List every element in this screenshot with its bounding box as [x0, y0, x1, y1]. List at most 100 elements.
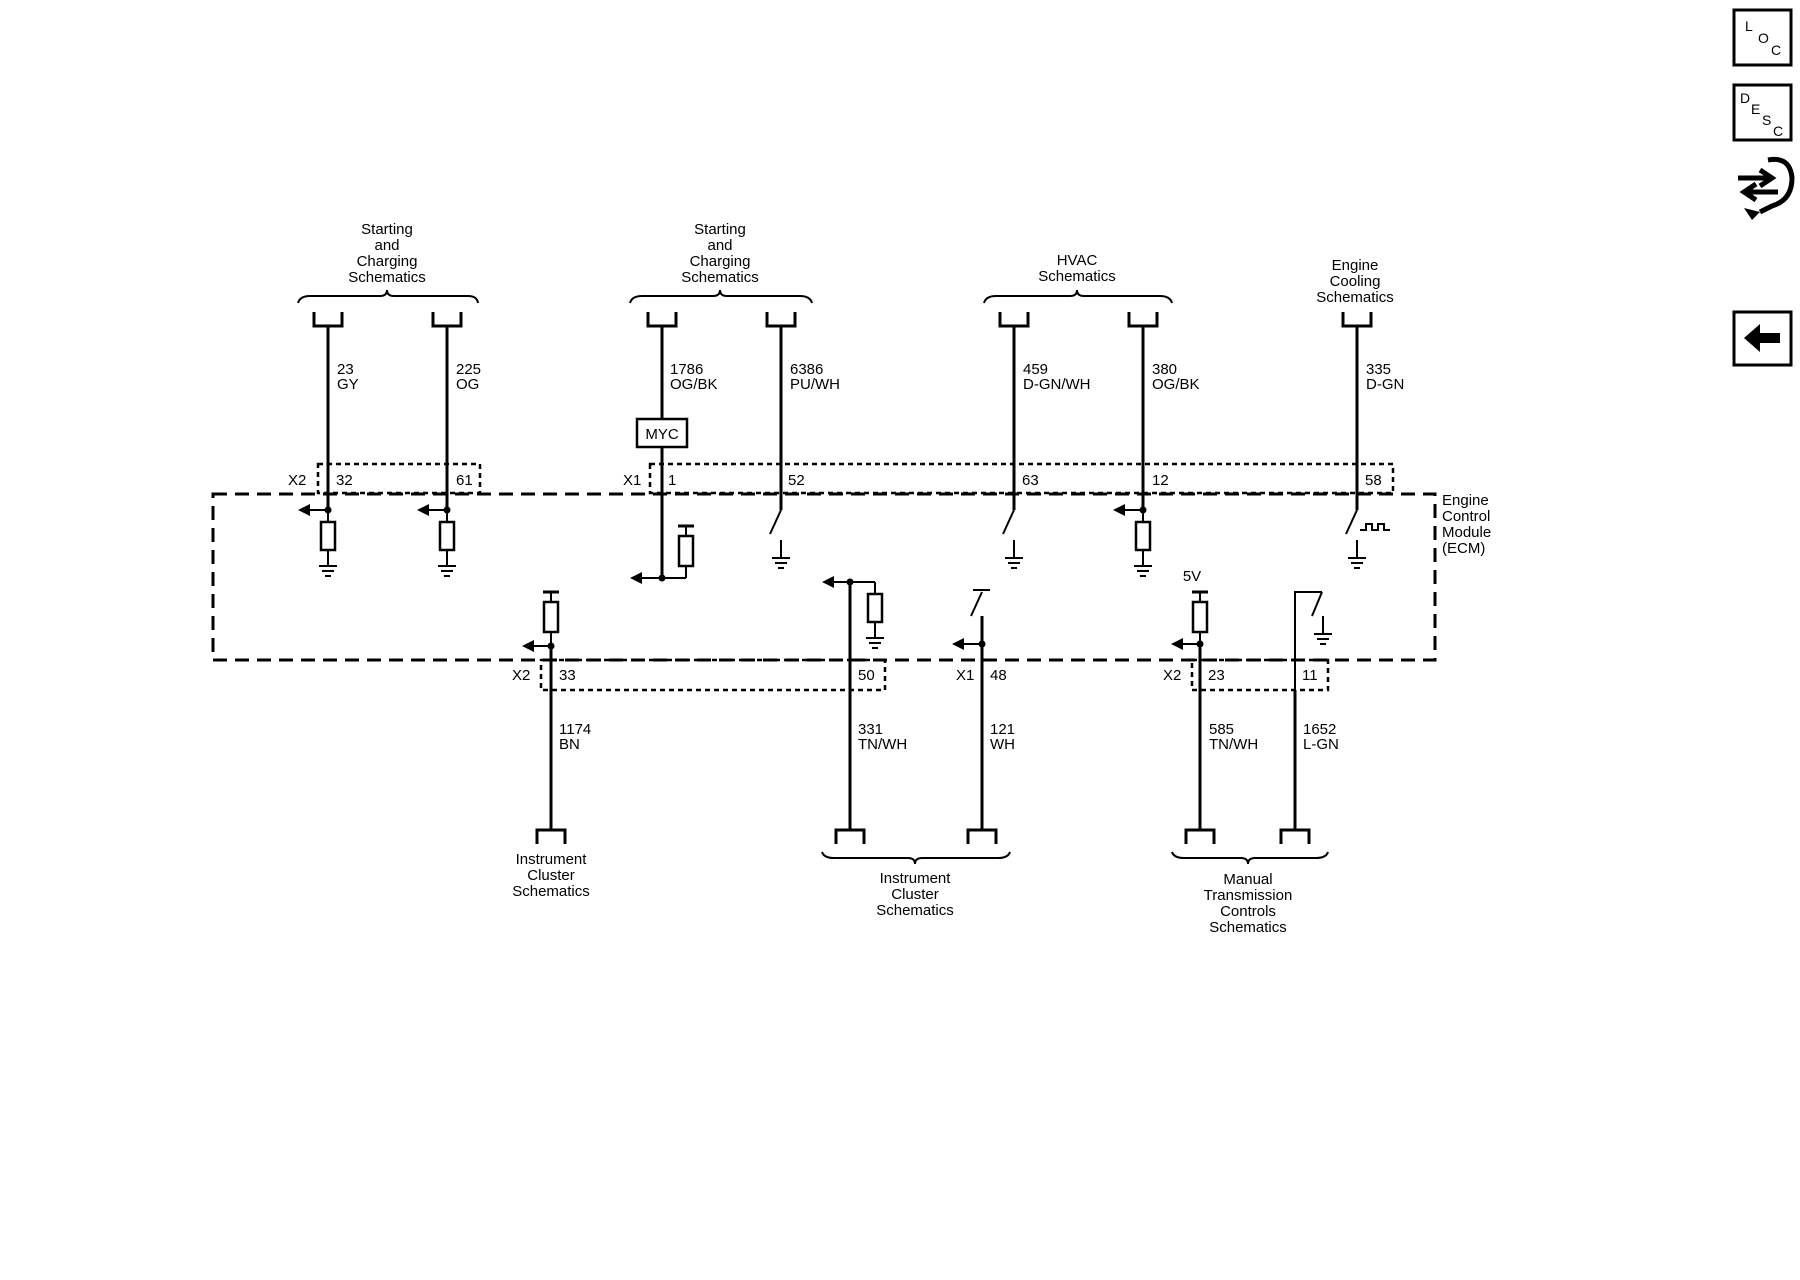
svg-text:TN/WH: TN/WH — [1209, 736, 1258, 753]
ecm-circuit-33 — [522, 590, 560, 652]
dest-bottom-manual-transmission: Manual Transmission Controls Schematics — [1171, 851, 1329, 936]
terminal-top-6386 — [765, 310, 797, 328]
terminal-top-1786 — [646, 310, 678, 328]
terminal-top-23 — [312, 310, 344, 328]
svg-text:Instrument: Instrument — [516, 851, 588, 868]
svg-text:Schematics: Schematics — [512, 883, 590, 900]
svg-text:Schematics: Schematics — [681, 269, 759, 286]
svg-text:Schematics: Schematics — [1316, 289, 1394, 306]
svg-text:Schematics: Schematics — [1038, 268, 1116, 285]
ecm-boundary — [211, 492, 1437, 662]
dest-top-engine-cooling: Engine Cooling Schematics — [1316, 257, 1394, 306]
svg-text:L: L — [1745, 18, 1753, 34]
dest-top-starting-charging-1: Starting and Charging Schematics — [297, 221, 479, 304]
svg-text:MYC: MYC — [645, 426, 679, 443]
svg-text:Charging: Charging — [690, 253, 751, 270]
svg-text:Engine: Engine — [1442, 492, 1489, 509]
wire-label-121: 121 WH — [990, 721, 1015, 753]
svg-text:121: 121 — [990, 721, 1015, 738]
svg-text:WH: WH — [990, 736, 1015, 753]
dest-bottom-instrument-cluster-2: Instrument Cluster Schematics — [821, 851, 1011, 919]
terminal-bottom-331 — [834, 828, 866, 846]
wire-label-335: 335 D-GN — [1366, 361, 1404, 393]
svg-text:585: 585 — [1209, 721, 1234, 738]
svg-text:Manual: Manual — [1223, 871, 1272, 888]
ecm-circuit-23: 5V — [1171, 568, 1209, 650]
ecm-circuit-58 — [1345, 509, 1390, 569]
ecm-circuit-63 — [1002, 509, 1024, 569]
connector-label-x1-bottom: X1 — [956, 667, 974, 684]
wire-label-1652: 1652 L-GN — [1303, 721, 1339, 753]
svg-text:Control: Control — [1442, 508, 1490, 525]
svg-text:459: 459 — [1023, 361, 1048, 378]
svg-text:Starting: Starting — [694, 221, 746, 238]
connector-x1-top — [648, 462, 1395, 495]
svg-text:1652: 1652 — [1303, 721, 1336, 738]
svg-text:Module: Module — [1442, 524, 1491, 541]
wire-label-459: 459 D-GN/WH — [1023, 361, 1091, 393]
svg-text:TN/WH: TN/WH — [858, 736, 907, 753]
pin-61: 61 — [456, 472, 473, 489]
terminal-bottom-1652 — [1279, 828, 1311, 846]
svg-text:S: S — [1762, 112, 1771, 128]
svg-text:225: 225 — [456, 361, 481, 378]
wire-label-6386: 6386 PU/WH — [790, 361, 840, 393]
svg-text:BN: BN — [559, 736, 580, 753]
connector-label-x2-bottom-left: X2 — [512, 667, 530, 684]
svg-text:HVAC: HVAC — [1057, 252, 1098, 269]
svg-text:Schematics: Schematics — [876, 902, 954, 919]
ecm-circuit-12 — [1113, 504, 1153, 577]
svg-text:E: E — [1751, 101, 1760, 117]
myc-box: MYC — [635, 417, 689, 449]
svg-text:Cluster: Cluster — [891, 886, 939, 903]
pin-23: 23 — [1208, 667, 1225, 684]
wire-label-1174: 1174 BN — [559, 721, 591, 753]
terminal-bottom-1174 — [535, 828, 567, 846]
wire-label-23: 23 GY — [337, 361, 359, 393]
wire-label-380: 380 OG/BK — [1152, 361, 1200, 393]
pin-11: 11 — [1302, 667, 1318, 684]
svg-text:380: 380 — [1152, 361, 1177, 378]
ecm-circuit-48 — [952, 589, 990, 650]
dest-top-hvac: HVAC Schematics — [983, 252, 1173, 304]
dest-top-starting-charging-2: Starting and Charging Schematics — [629, 221, 813, 304]
svg-text:O: O — [1758, 30, 1769, 46]
svg-text:D-GN: D-GN — [1366, 376, 1404, 393]
svg-text:Schematics: Schematics — [348, 269, 426, 286]
connector-label-x2-top: X2 — [288, 472, 306, 489]
connector-tool-icon[interactable] — [1738, 156, 1795, 220]
pin-12: 12 — [1152, 472, 1169, 489]
terminal-bottom-121 — [966, 828, 998, 846]
ecm-circuit-32 — [298, 504, 338, 577]
loc-button[interactable]: L O C — [1732, 8, 1793, 67]
desc-button[interactable]: D E S C — [1732, 83, 1793, 142]
svg-text:1786: 1786 — [670, 361, 703, 378]
svg-text:D: D — [1740, 90, 1750, 106]
wire-label-331: 331 TN/WH — [858, 721, 907, 753]
pin-52: 52 — [788, 472, 805, 489]
back-button[interactable] — [1732, 310, 1793, 367]
svg-text:C: C — [1771, 42, 1781, 58]
svg-text:GY: GY — [337, 376, 359, 393]
ecm-circuit-61 — [417, 504, 457, 577]
terminal-top-459 — [998, 310, 1030, 328]
pin-33: 33 — [559, 667, 576, 684]
connector-label-x1-top: X1 — [623, 472, 641, 489]
wire-label-225: 225 OG — [456, 361, 481, 393]
svg-text:L-GN: L-GN — [1303, 736, 1339, 753]
svg-text:331: 331 — [858, 721, 883, 738]
pin-32: 32 — [336, 472, 353, 489]
ecm-circuit-52 — [769, 509, 791, 569]
svg-text:335: 335 — [1366, 361, 1391, 378]
svg-text:Schematics: Schematics — [1209, 919, 1287, 936]
pin-1: 1 — [668, 472, 676, 489]
svg-text:OG: OG — [456, 376, 479, 393]
ecm-circuit-50 — [822, 576, 885, 649]
svg-text:OG/BK: OG/BK — [1152, 376, 1200, 393]
pin-63: 63 — [1022, 472, 1039, 489]
pin-50: 50 — [858, 667, 875, 684]
svg-text:1174: 1174 — [559, 721, 591, 738]
svg-text:Controls: Controls — [1220, 903, 1276, 920]
terminal-top-335 — [1341, 310, 1373, 328]
